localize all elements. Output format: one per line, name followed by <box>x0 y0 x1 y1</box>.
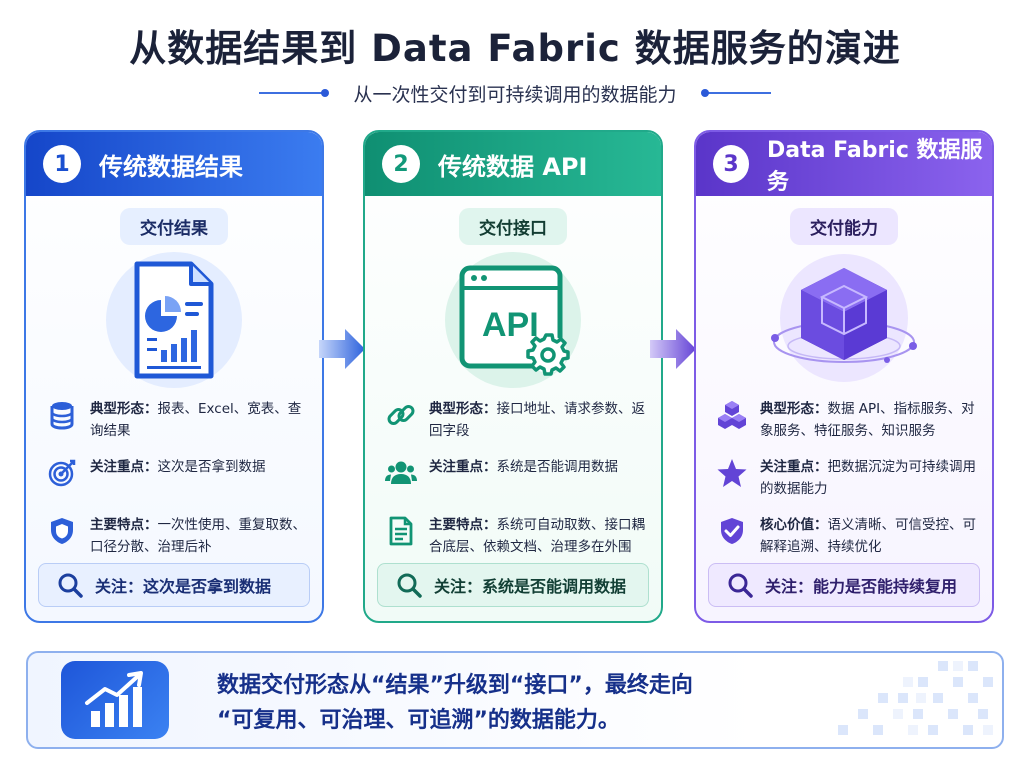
list-item: 关注重点：把数据沉淀为可持续调用的数据能力 <box>716 456 980 502</box>
card-traditional-results: 1 传统数据结果 交付结果 典型形态：报表、Excel、宽表、查询结果 <box>24 130 324 623</box>
item-key: 核心价值： <box>760 517 828 533</box>
summary-line-1: 数据交付形态从“结果”升级到“接口”，最终走向 <box>217 673 693 698</box>
focus-banner: 关注：能力是否能持续复用 <box>708 563 980 607</box>
page-title: 从数据结果到 Data Fabric 数据服务的演进 <box>129 27 901 70</box>
list-item: 主要特点：系统可自动取数、接口耦合底层、依赖文档、治理多在外围 <box>385 514 649 560</box>
item-value: 报表、Excel、宽表、查询结果 <box>90 401 302 439</box>
growth-chart-icon <box>61 661 169 739</box>
delivery-pill: 交付结果 <box>120 208 228 245</box>
api-window-icon: API <box>445 252 581 388</box>
list-item: 关注重点：这次是否拿到数据 <box>46 456 310 502</box>
list-item: 主要特点：一次性使用、重复取数、口径分散、治理后补 <box>46 514 310 560</box>
summary-text: 数据交付形态从“结果”升级到“接口”，最终走向 “可复用、可治理、可追溯”的数据… <box>217 668 693 738</box>
report-document-icon <box>106 252 242 388</box>
item-value: 系统可自动取数、接口耦合底层、依赖文档、治理多在外围 <box>429 517 645 555</box>
card-title: 传统数据结果 <box>99 152 243 181</box>
item-key: 关注重点： <box>90 459 158 475</box>
card-title: 传统数据 API <box>438 152 588 181</box>
card-header: 3 Data Fabric 数据服务 <box>696 132 992 196</box>
arrow-right-icon <box>650 329 696 369</box>
feature-list: 典型形态：接口地址、请求参数、返回字段 关注重点：系统是否能调用数据 主要特点：… <box>385 398 649 572</box>
target-icon <box>48 459 76 487</box>
list-item: 典型形态：报表、Excel、宽表、查询结果 <box>46 398 310 444</box>
item-key: 主要特点： <box>429 517 497 533</box>
focus-text: 关注：系统是否能调用数据 <box>434 577 627 596</box>
item-key: 典型形态： <box>90 401 158 417</box>
item-value: 把数据沉淀为可持续调用的数据能力 <box>760 459 976 497</box>
list-item: 关注重点：系统是否能调用数据 <box>385 456 649 502</box>
list-item: 核心价值：语义清晰、可信受控、可解释追溯、持续优化 <box>716 514 980 560</box>
step-number: 1 <box>43 145 81 183</box>
card-traditional-api: 2 传统数据 API 交付接口 API 典型形态：接口地址、请求参数、返回字段 <box>363 130 663 623</box>
shield-icon <box>51 518 73 544</box>
subtitle-row: 从一次性交付到可持续调用的数据能力 <box>0 80 1030 106</box>
arrow-right-icon <box>319 329 365 369</box>
focus-banner: 关注：这次是否拿到数据 <box>38 563 310 607</box>
item-value: 系统是否能调用数据 <box>496 459 619 475</box>
item-value: 一次性使用、重复取数、口径分散、治理后补 <box>90 517 306 555</box>
search-icon <box>58 573 83 598</box>
summary-line-2: “可复用、可治理、可追溯”的数据能力。 <box>217 708 620 733</box>
feature-list: 典型形态：数据 API、指标服务、对象服务、特征服务、知识服务 关注重点：把数据… <box>716 398 980 572</box>
document-icon <box>389 516 413 546</box>
item-key: 典型形态： <box>760 401 828 417</box>
card-title: Data Fabric 数据服务 <box>766 138 983 195</box>
cube-icon <box>771 254 917 382</box>
delivery-pill: 交付接口 <box>459 208 567 245</box>
delivery-pill: 交付能力 <box>790 208 898 245</box>
list-item: 典型形态：接口地址、请求参数、返回字段 <box>385 398 649 444</box>
svg-text:API: API <box>482 306 539 344</box>
search-icon <box>397 573 422 598</box>
step-number: 2 <box>382 145 420 183</box>
subtitle: 从一次性交付到可持续调用的数据能力 <box>353 83 677 106</box>
item-value: 接口地址、请求参数、返回字段 <box>429 401 645 439</box>
item-key: 关注重点： <box>760 459 828 475</box>
subtitle-line-right <box>700 89 771 97</box>
item-value: 这次是否拿到数据 <box>157 459 266 475</box>
list-item: 典型形态：数据 API、指标服务、对象服务、特征服务、知识服务 <box>716 398 980 444</box>
star-icon <box>717 459 747 487</box>
decorative-pixel-pattern <box>838 661 993 735</box>
card-header: 1 传统数据结果 <box>26 132 322 196</box>
item-key: 典型形态： <box>429 401 497 417</box>
subtitle-line-left <box>259 89 330 97</box>
focus-text: 关注：能力是否能持续复用 <box>765 577 958 596</box>
link-icon <box>387 405 415 425</box>
feature-list: 典型形态：报表、Excel、宽表、查询结果 关注重点：这次是否拿到数据 主要特点… <box>46 398 310 572</box>
item-value: 语义清晰、可信受控、可解释追溯、持续优化 <box>760 517 976 555</box>
step-number: 3 <box>713 145 749 183</box>
card-data-fabric-service: 3 Data Fabric 数据服务 交付能力 典型形态：数据 API、指标服务… <box>694 130 994 623</box>
cubes-icon <box>718 401 746 429</box>
shield-check-icon <box>721 518 743 544</box>
focus-banner: 关注：系统是否能调用数据 <box>377 563 649 607</box>
focus-text: 关注：这次是否拿到数据 <box>95 577 272 596</box>
database-icon <box>50 402 74 430</box>
summary-banner: 数据交付形态从“结果”升级到“接口”，最终走向 “可复用、可治理、可追溯”的数据… <box>26 651 1004 749</box>
item-key: 关注重点： <box>429 459 497 475</box>
search-icon <box>728 573 753 598</box>
item-key: 主要特点： <box>90 517 158 533</box>
users-icon <box>385 461 417 484</box>
card-header: 2 传统数据 API <box>365 132 661 196</box>
item-value: 数据 API、指标服务、对象服务、特征服务、知识服务 <box>760 401 975 439</box>
